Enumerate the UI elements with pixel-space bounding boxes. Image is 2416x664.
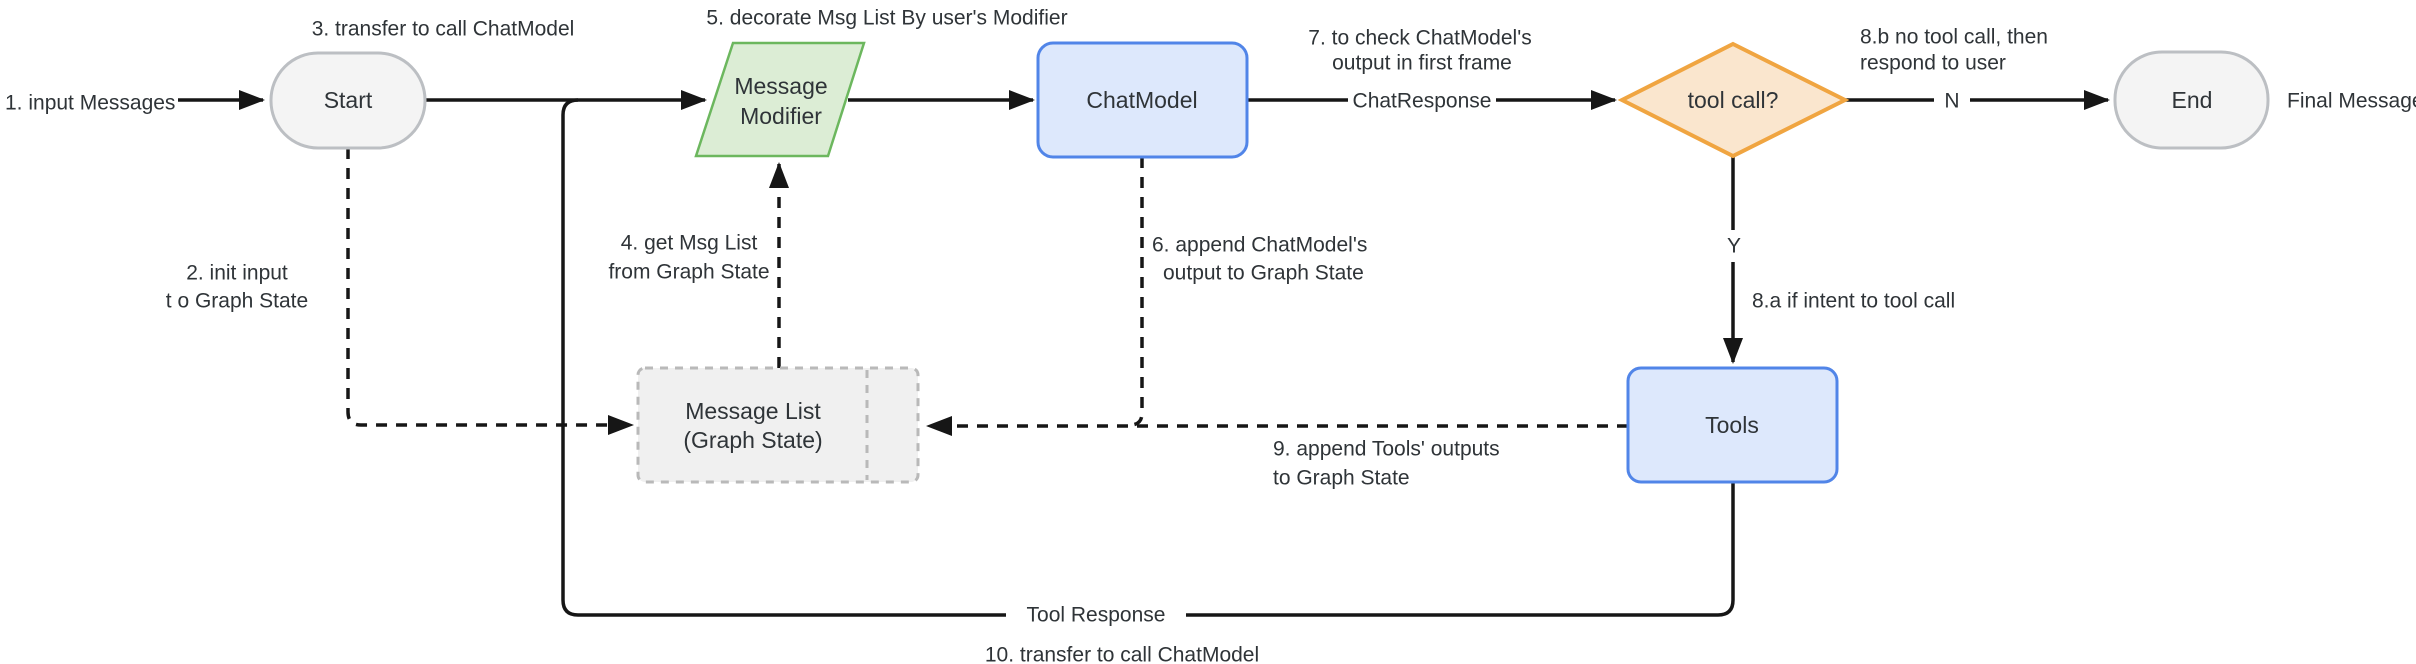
annotation-transfer-call: 3. transfer to call ChatModel <box>312 18 575 41</box>
node-tools: Tools <box>1626 366 1839 484</box>
annotation-transfer-chatmodel: 10. transfer to call ChatModel <box>985 644 1259 664</box>
end-label: End <box>2172 87 2213 113</box>
annotation-append-tools-line2: to Graph State <box>1273 467 1410 490</box>
chatresponse-label: ChatResponse <box>1353 90 1492 113</box>
node-tool-call: tool call? <box>1617 41 1850 159</box>
annotation-init-input-line1: 2. init input <box>186 262 288 285</box>
edge-start-to-messagelist <box>346 148 634 435</box>
start-shape <box>269 51 427 150</box>
edge-chatmodel-to-messagelist <box>1129 157 1144 427</box>
chatresponse-label-bg <box>1348 83 1496 117</box>
message-modifier-label-line2: Modifier <box>740 103 822 129</box>
edge-label-chatresponse: ChatResponse <box>1348 83 1496 117</box>
message-list-shape <box>636 366 920 484</box>
tool-response-label: Tool Response <box>1027 604 1166 627</box>
annotation-append-chatmodel-line1: 6. append ChatModel's <box>1152 234 1367 257</box>
end-shape <box>2113 50 2270 150</box>
annotation-final-message: Final Message <box>2287 90 2416 113</box>
annotation-no-tool-call-line1: 8.b no tool call, then <box>1860 26 2048 49</box>
tool-response-label-bg <box>1006 598 1186 632</box>
node-start: Start <box>269 51 427 150</box>
annotation-decorate: 5. decorate Msg List By user's Modifier <box>706 7 1067 30</box>
node-chatmodel: ChatModel <box>1036 41 1249 159</box>
annotation-init-input-line2: t o Graph State <box>166 290 308 313</box>
start-label: Start <box>324 87 373 113</box>
tools-shape <box>1626 366 1839 484</box>
tool-call-shape <box>1617 41 1850 159</box>
node-message-modifier: Message Modifier <box>694 41 866 158</box>
annotation-append-chatmodel-line2: output to Graph State <box>1163 262 1364 285</box>
annotation-if-intent: 8.a if intent to tool call <box>1752 290 1955 313</box>
node-end: End <box>2113 50 2270 150</box>
annotation-no-tool-call-line2: respond to user <box>1860 52 2006 75</box>
annotation-check-output-line2: output in first frame <box>1332 52 1512 75</box>
tool-call-label: tool call? <box>1688 87 1779 113</box>
annotation-get-msg-line2: from Graph State <box>608 261 769 284</box>
message-list-label-line2: (Graph State) <box>683 427 822 453</box>
annotation-get-msg-line1: 4. get Msg List <box>621 232 758 255</box>
annotation-append-tools-line1: 9. append Tools' outputs <box>1273 438 1500 461</box>
message-modifier-label-line1: Message <box>734 73 827 99</box>
edge-tools-loop-to-modifier <box>561 98 1735 617</box>
tools-label: Tools <box>1705 412 1759 438</box>
edge-label-y: Y <box>1716 230 1752 262</box>
node-message-list: Message List (Graph State) <box>636 366 920 484</box>
edge-label-n: N <box>1934 84 1970 116</box>
y-label: Y <box>1727 235 1741 258</box>
edge-label-tool-response: Tool Response <box>1006 598 1186 632</box>
annotation-input-messages: 1. input Messages <box>5 92 175 115</box>
chatmodel-label: ChatModel <box>1086 87 1197 113</box>
n-label-bg <box>1934 84 1970 116</box>
annotation-check-output-line1: 7. to check ChatModel's <box>1308 27 1531 50</box>
message-modifier-shape <box>694 41 866 158</box>
n-label: N <box>1944 90 1959 113</box>
y-label-bg <box>1716 230 1752 262</box>
message-list-label-line1: Message List <box>685 398 821 424</box>
chatmodel-shape <box>1036 41 1249 159</box>
